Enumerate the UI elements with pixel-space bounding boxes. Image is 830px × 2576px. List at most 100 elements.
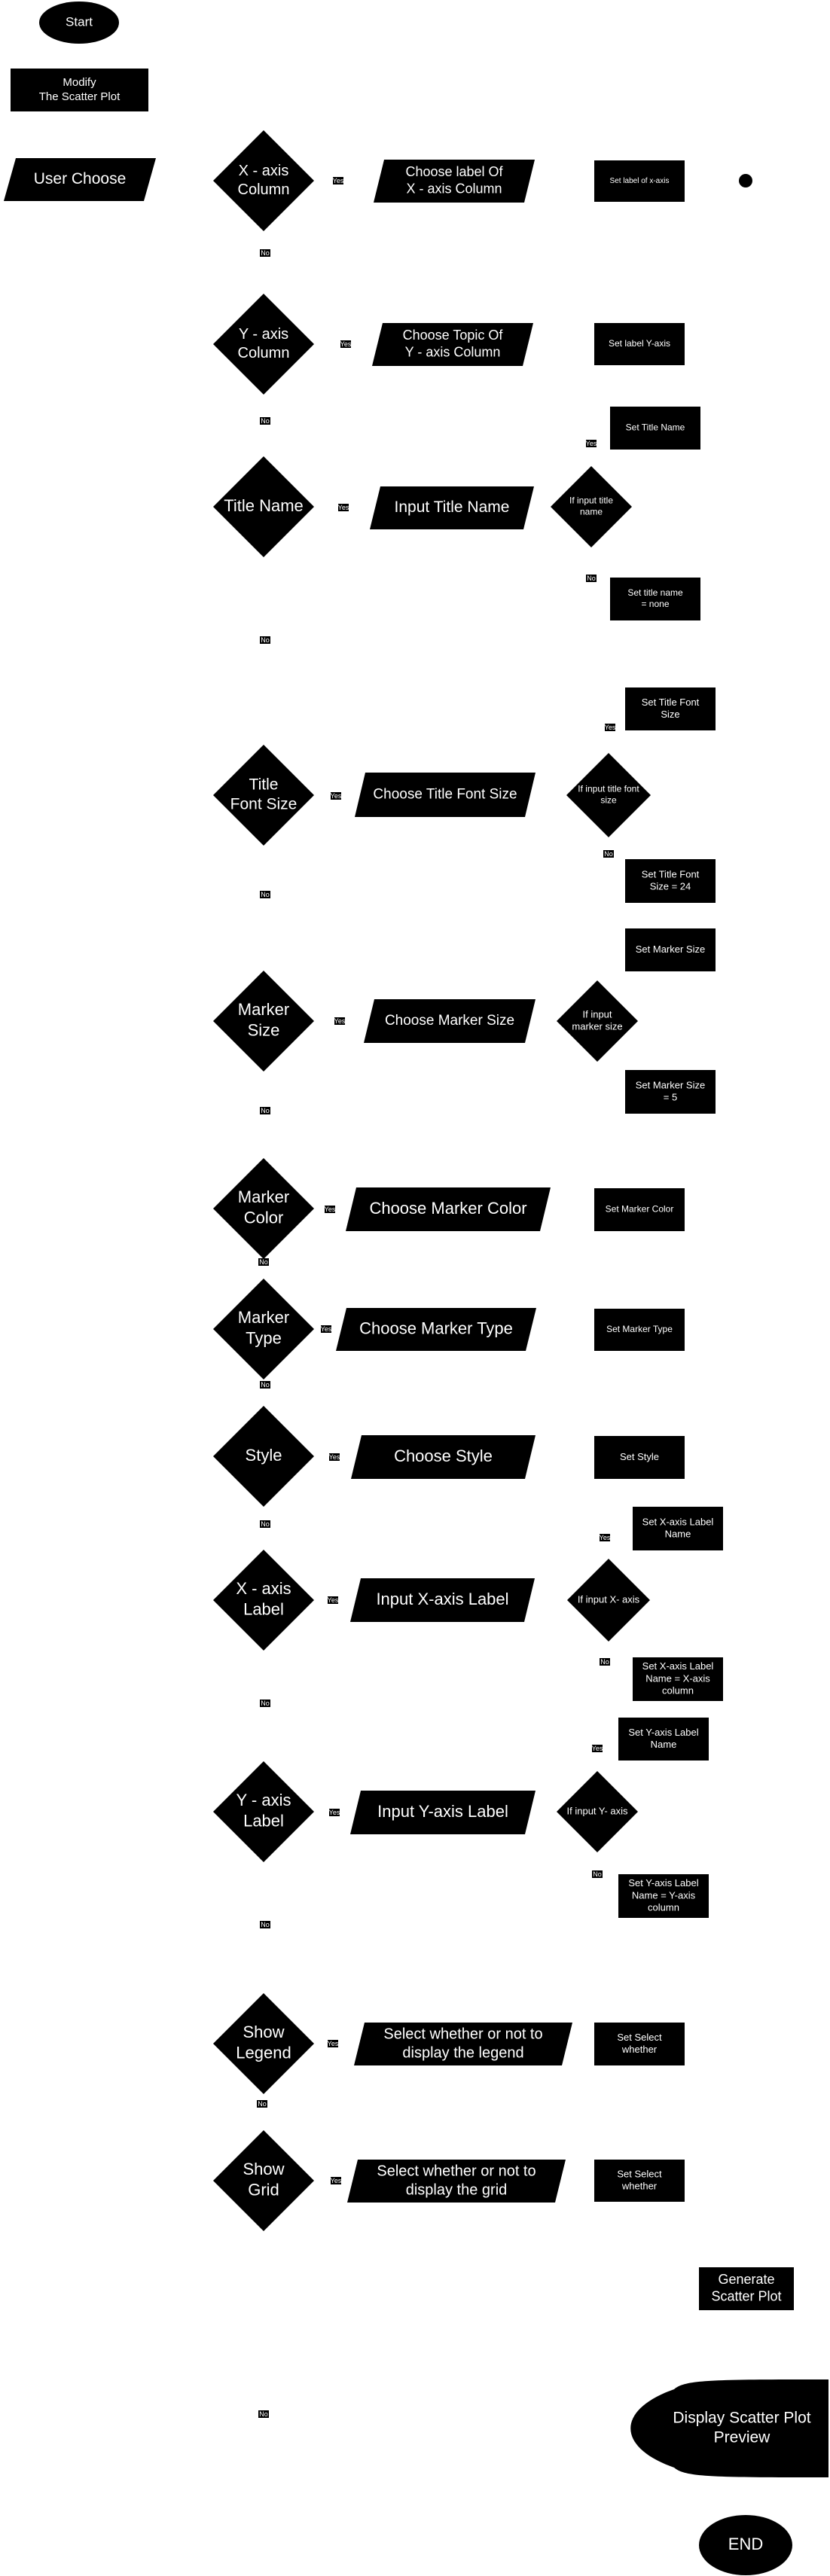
input-choose-style-text: Choose Style (394, 1447, 493, 1465)
decision-show-legend-text-line-2: Legend (236, 2044, 291, 2062)
edge-label-title-font-check-yes-box (605, 724, 615, 731)
edge-label-x-col-yes-box (333, 177, 343, 184)
edge-label-style-yes: Yes (329, 1453, 340, 1461)
input-marker-type-text: Choose Marker Type (359, 1318, 513, 1337)
set-marker-type-text: Set Marker Type (606, 1324, 673, 1334)
edge-label-title-font-no-box (260, 891, 270, 898)
edge-label-marker-color-no-box (258, 1258, 269, 1266)
decision-marker-color-text-line-1: Marker (238, 1187, 289, 1206)
input-marker-color-text: Choose Marker Color (369, 1199, 526, 1218)
edge-label-y-col-yes: Yes (340, 340, 352, 348)
decision-y-axis-label-text-line-2: Label (243, 1812, 284, 1831)
decision-marker-type-text-line-1: Marker (238, 1308, 289, 1327)
edge-label-marker-type-yes: Yes (321, 1325, 332, 1333)
edge-label-grid-no: No (259, 2410, 268, 2418)
edge-label-legend-yes-box (328, 2040, 338, 2047)
edge-label-marker-color-yes: Yes (325, 1206, 336, 1213)
check-title-font-size-shape (566, 753, 651, 837)
decision-x-axis-label-shape (213, 1550, 314, 1651)
end-terminal-text: END (728, 2535, 763, 2553)
edge-label-title-font-check-no: No (604, 850, 613, 858)
edge-label-legend-yes: Yes (328, 2040, 339, 2047)
input-x-axis-column-label-shape (374, 160, 535, 203)
decision-show-legend-shape (213, 1993, 314, 2094)
set-select-legend-shape (594, 2023, 685, 2065)
check-x-axis-label-text: If input X- axis (578, 1593, 640, 1605)
check-y-axis-label-shape (557, 1771, 638, 1852)
set-select-grid-text-line-2: whether (621, 2181, 658, 2192)
modify-scatter-plot-process-shape (11, 69, 148, 111)
connector-dot (739, 174, 752, 187)
edge-label-marker-color-yes-box (325, 1206, 335, 1213)
edge-label-marker-size-yes: Yes (334, 1017, 346, 1025)
set-marker-size-shape (625, 928, 716, 971)
edge-label-x-label-check-no-box (600, 1658, 610, 1666)
set-label-y-axis-shape (594, 323, 685, 365)
decision-marker-type-text-line-2: Type (246, 1329, 282, 1348)
input-title-font-size-text: Choose Title Font Size (373, 787, 517, 803)
set-marker-type-shape (594, 1309, 685, 1351)
decision-title-font-size-text-line-2: Font Size (230, 796, 298, 813)
set-title-name-none-text-line-1: Set title name (627, 587, 683, 598)
input-title-name-shape (370, 486, 534, 529)
input-y-axis-column-topic-shape (372, 323, 533, 366)
decision-show-legend-text-line-1: Show (243, 2023, 284, 2041)
input-select-legend-text-line-1: Select whether or not to (383, 2026, 542, 2042)
edge-label-title-check-no-box (586, 575, 597, 582)
edge-label-y-label-no: No (261, 1921, 270, 1928)
edge-label-y-label-yes-box (329, 1809, 340, 1816)
input-title-name-text: Input Title Name (395, 498, 510, 516)
display-scatter-plot-preview-text-line-2: Preview (714, 2429, 771, 2446)
decision-show-grid-text-line-2: Grid (248, 2181, 279, 2200)
set-label-y-axis-text: Set label Y-axis (609, 338, 670, 349)
start-terminal-text: Start (66, 14, 93, 29)
decision-title-name-shape (213, 456, 314, 557)
edge-label-marker-size-no: No (261, 1107, 270, 1114)
edge-label-y-label-check-no: No (593, 1870, 602, 1878)
edge-label-y-label-no-box (260, 1921, 270, 1928)
check-marker-size-text-line-1: If input (582, 1008, 612, 1020)
edge-label-y-col-yes-box (340, 340, 351, 348)
edge-label-title-name-no: No (261, 636, 270, 644)
generate-scatter-plot-process-shape (699, 2267, 794, 2310)
end-terminal-shape (699, 2515, 792, 2575)
decision-title-font-size-shape (213, 745, 314, 846)
input-select-grid-text-line-1: Select whether or not to (377, 2163, 536, 2179)
modify-scatter-plot-process-text-line-2: The Scatter Plot (39, 90, 121, 103)
check-title-name-text-line-2: name (580, 507, 603, 517)
set-y-axis-label-column-text-line-2: Name = Y-axis (632, 1889, 696, 1901)
set-title-font-size-24-text-line-1: Set Title Font (642, 868, 700, 879)
input-y-axis-column-topic-text-line-1: Choose Topic Of (403, 328, 504, 343)
edge-label-title-font-no: No (261, 891, 270, 898)
generate-scatter-plot-process-text-line-1: Generate (718, 2272, 774, 2287)
edge-label-title-name-yes: Yes (338, 504, 349, 511)
edge-label-y-label-yes: Yes (329, 1809, 340, 1816)
set-title-font-size-24-text-line-2: Size = 24 (650, 881, 691, 892)
check-y-axis-label-text: If input Y- axis (567, 1805, 628, 1816)
set-marker-size-5-text-line-2: = 5 (664, 1092, 677, 1103)
input-marker-color-shape (346, 1187, 551, 1231)
set-title-font-size-text-line-2: Size (661, 709, 679, 720)
edge-label-title-name-yes-box (338, 504, 349, 511)
edge-label-x-label-check-yes: Yes (600, 1534, 611, 1541)
decision-marker-size-shape (213, 971, 314, 1072)
edge-label-style-yes-box (329, 1453, 340, 1461)
set-x-axis-label-name-text-line-1: Set X-axis Label (642, 1516, 714, 1527)
input-select-grid-text-line-2: display the grid (406, 2181, 508, 2198)
set-y-axis-label-name-text-line-1: Set Y-axis Label (628, 1727, 698, 1738)
decision-x-axis-column-text-line-1: X - axis (239, 163, 289, 179)
decision-y-axis-column-text-line-1: Y - axis (239, 326, 288, 343)
edge-label-title-font-check-yes: Yes (605, 724, 616, 731)
edge-label-title-check-no: No (587, 575, 596, 582)
decision-show-grid-text-line-1: Show (243, 2160, 284, 2178)
set-title-font-size-24-shape (625, 859, 716, 903)
edge-label-x-col-yes: Yes (333, 177, 344, 184)
set-marker-color-text: Set Marker Color (606, 1204, 674, 1215)
decision-y-axis-label-text-line-1: Y - axis (236, 1791, 291, 1809)
generate-scatter-plot-process-text-line-2: Scatter Plot (711, 2289, 781, 2304)
set-title-name-shape (610, 407, 700, 450)
start-terminal-shape (39, 2, 119, 44)
decision-marker-size-text-line-2: Size (248, 1021, 280, 1040)
edge-label-x-col-no-box (260, 249, 270, 257)
